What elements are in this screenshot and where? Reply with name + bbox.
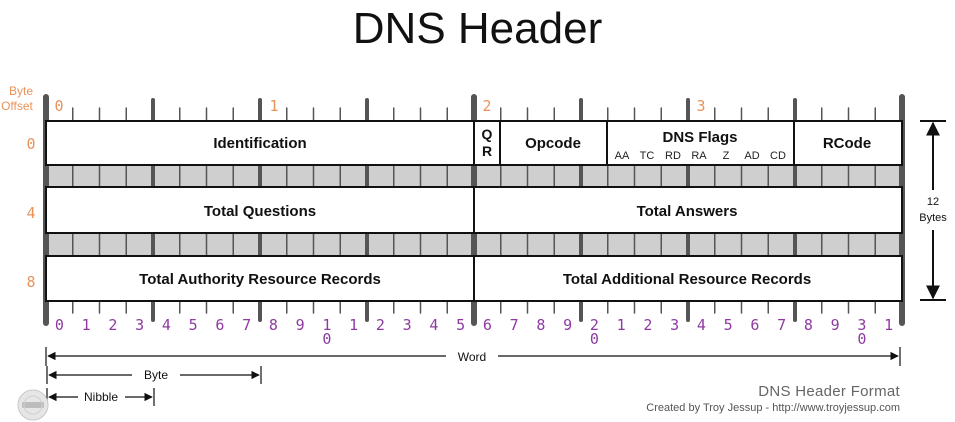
legend-nibble-label: Nibble (84, 390, 118, 404)
row-offset-8: 8 (26, 273, 35, 291)
bit-number: 6 (483, 316, 492, 334)
bit-number: 0 (590, 330, 599, 348)
bit-number: 0 (55, 316, 64, 334)
flag-z: Z (723, 150, 730, 162)
bit-number: 3 (670, 316, 679, 334)
byte-marker-1: 1 (269, 97, 278, 115)
bit-number: 8 (804, 316, 813, 334)
credit-format-title: DNS Header Format (758, 383, 900, 400)
bit-number: 5 (189, 316, 198, 334)
byte-offset-label-line1: Byte (9, 84, 33, 98)
bit-number: 9 (563, 316, 572, 334)
field-rcode (793, 120, 903, 166)
byte-marker-0: 0 (54, 97, 63, 115)
bit-number: 6 (750, 316, 759, 334)
bit-number: 5 (456, 316, 465, 334)
page-title: DNS Header (352, 4, 603, 53)
bit-number: 7 (777, 316, 786, 334)
field-identification (45, 120, 475, 166)
field-total-answers (473, 186, 903, 234)
bit-number: 0 (857, 330, 866, 348)
bit-number: 7 (510, 316, 519, 334)
bit-number: 4 (697, 316, 706, 334)
field-total-additional (473, 255, 903, 302)
bit-number: 5 (724, 316, 733, 334)
flag-tc: TC (640, 150, 655, 162)
flag-ra: RA (691, 150, 707, 162)
bit-number: 2 (590, 316, 599, 334)
flag-aa: AA (615, 150, 630, 162)
field-total-additional-label: Total Additional Resource Records (563, 271, 811, 288)
bit-number: 2 (108, 316, 117, 334)
field-total-authority-label: Total Authority Resource Records (139, 271, 381, 288)
field-identification-label: Identification (213, 135, 306, 152)
flag-ad: AD (744, 150, 759, 162)
legend-word-label: Word (458, 350, 486, 364)
row-offset-0: 0 (26, 135, 35, 153)
byte-offset-label-line2: Offset (1, 99, 33, 113)
bit-number: 3 (403, 316, 412, 334)
bit-number: 2 (643, 316, 652, 334)
bit-number: 3 (135, 316, 144, 334)
field-opcode-label: Opcode (525, 135, 581, 152)
bit-number: 2 (376, 316, 385, 334)
bit-number: 7 (242, 316, 251, 334)
bit-number: 1 (322, 316, 331, 334)
field-dns-flags-label: DNS Flags (662, 129, 737, 146)
bit-number: 4 (429, 316, 438, 334)
flag-rd: RD (665, 150, 681, 162)
bit-ruler-ticks (72, 98, 876, 322)
credit-author: Created by Troy Jessup - http://www.troy… (646, 402, 900, 414)
bit-number: 4 (162, 316, 171, 334)
size-label-number: 12 (927, 196, 939, 208)
bit-number: 9 (831, 316, 840, 334)
bit-number: 1 (617, 316, 626, 334)
field-total-questions-label: Total Questions (204, 203, 316, 220)
byte-marker-2: 2 (482, 97, 491, 115)
bit-number: 1 (82, 316, 91, 334)
bit-number: 1 (884, 316, 893, 334)
bit-number: 8 (269, 316, 278, 334)
credit-block: DNS Header Format Created by Troy Jessup… (646, 383, 900, 414)
flag-cd: CD (770, 150, 786, 162)
row-offset-4: 4 (26, 204, 35, 222)
bit-number: 1 (349, 316, 358, 334)
field-rcode-label: RCode (823, 135, 871, 152)
bit-number: 9 (296, 316, 305, 334)
byte-marker-3: 3 (696, 97, 705, 115)
size-label-unit: Bytes (919, 212, 947, 224)
legend-byte-label: Byte (144, 368, 168, 382)
field-qr-label-r: R (482, 143, 492, 159)
bit-number: 0 (322, 330, 331, 348)
field-total-answers-label: Total Answers (637, 203, 738, 220)
bit-number: 3 (857, 316, 866, 334)
bit-number: 8 (536, 316, 545, 334)
bit-number: 6 (215, 316, 224, 334)
author-logo-icon (17, 389, 49, 421)
field-qr-label-q: Q (482, 126, 493, 142)
